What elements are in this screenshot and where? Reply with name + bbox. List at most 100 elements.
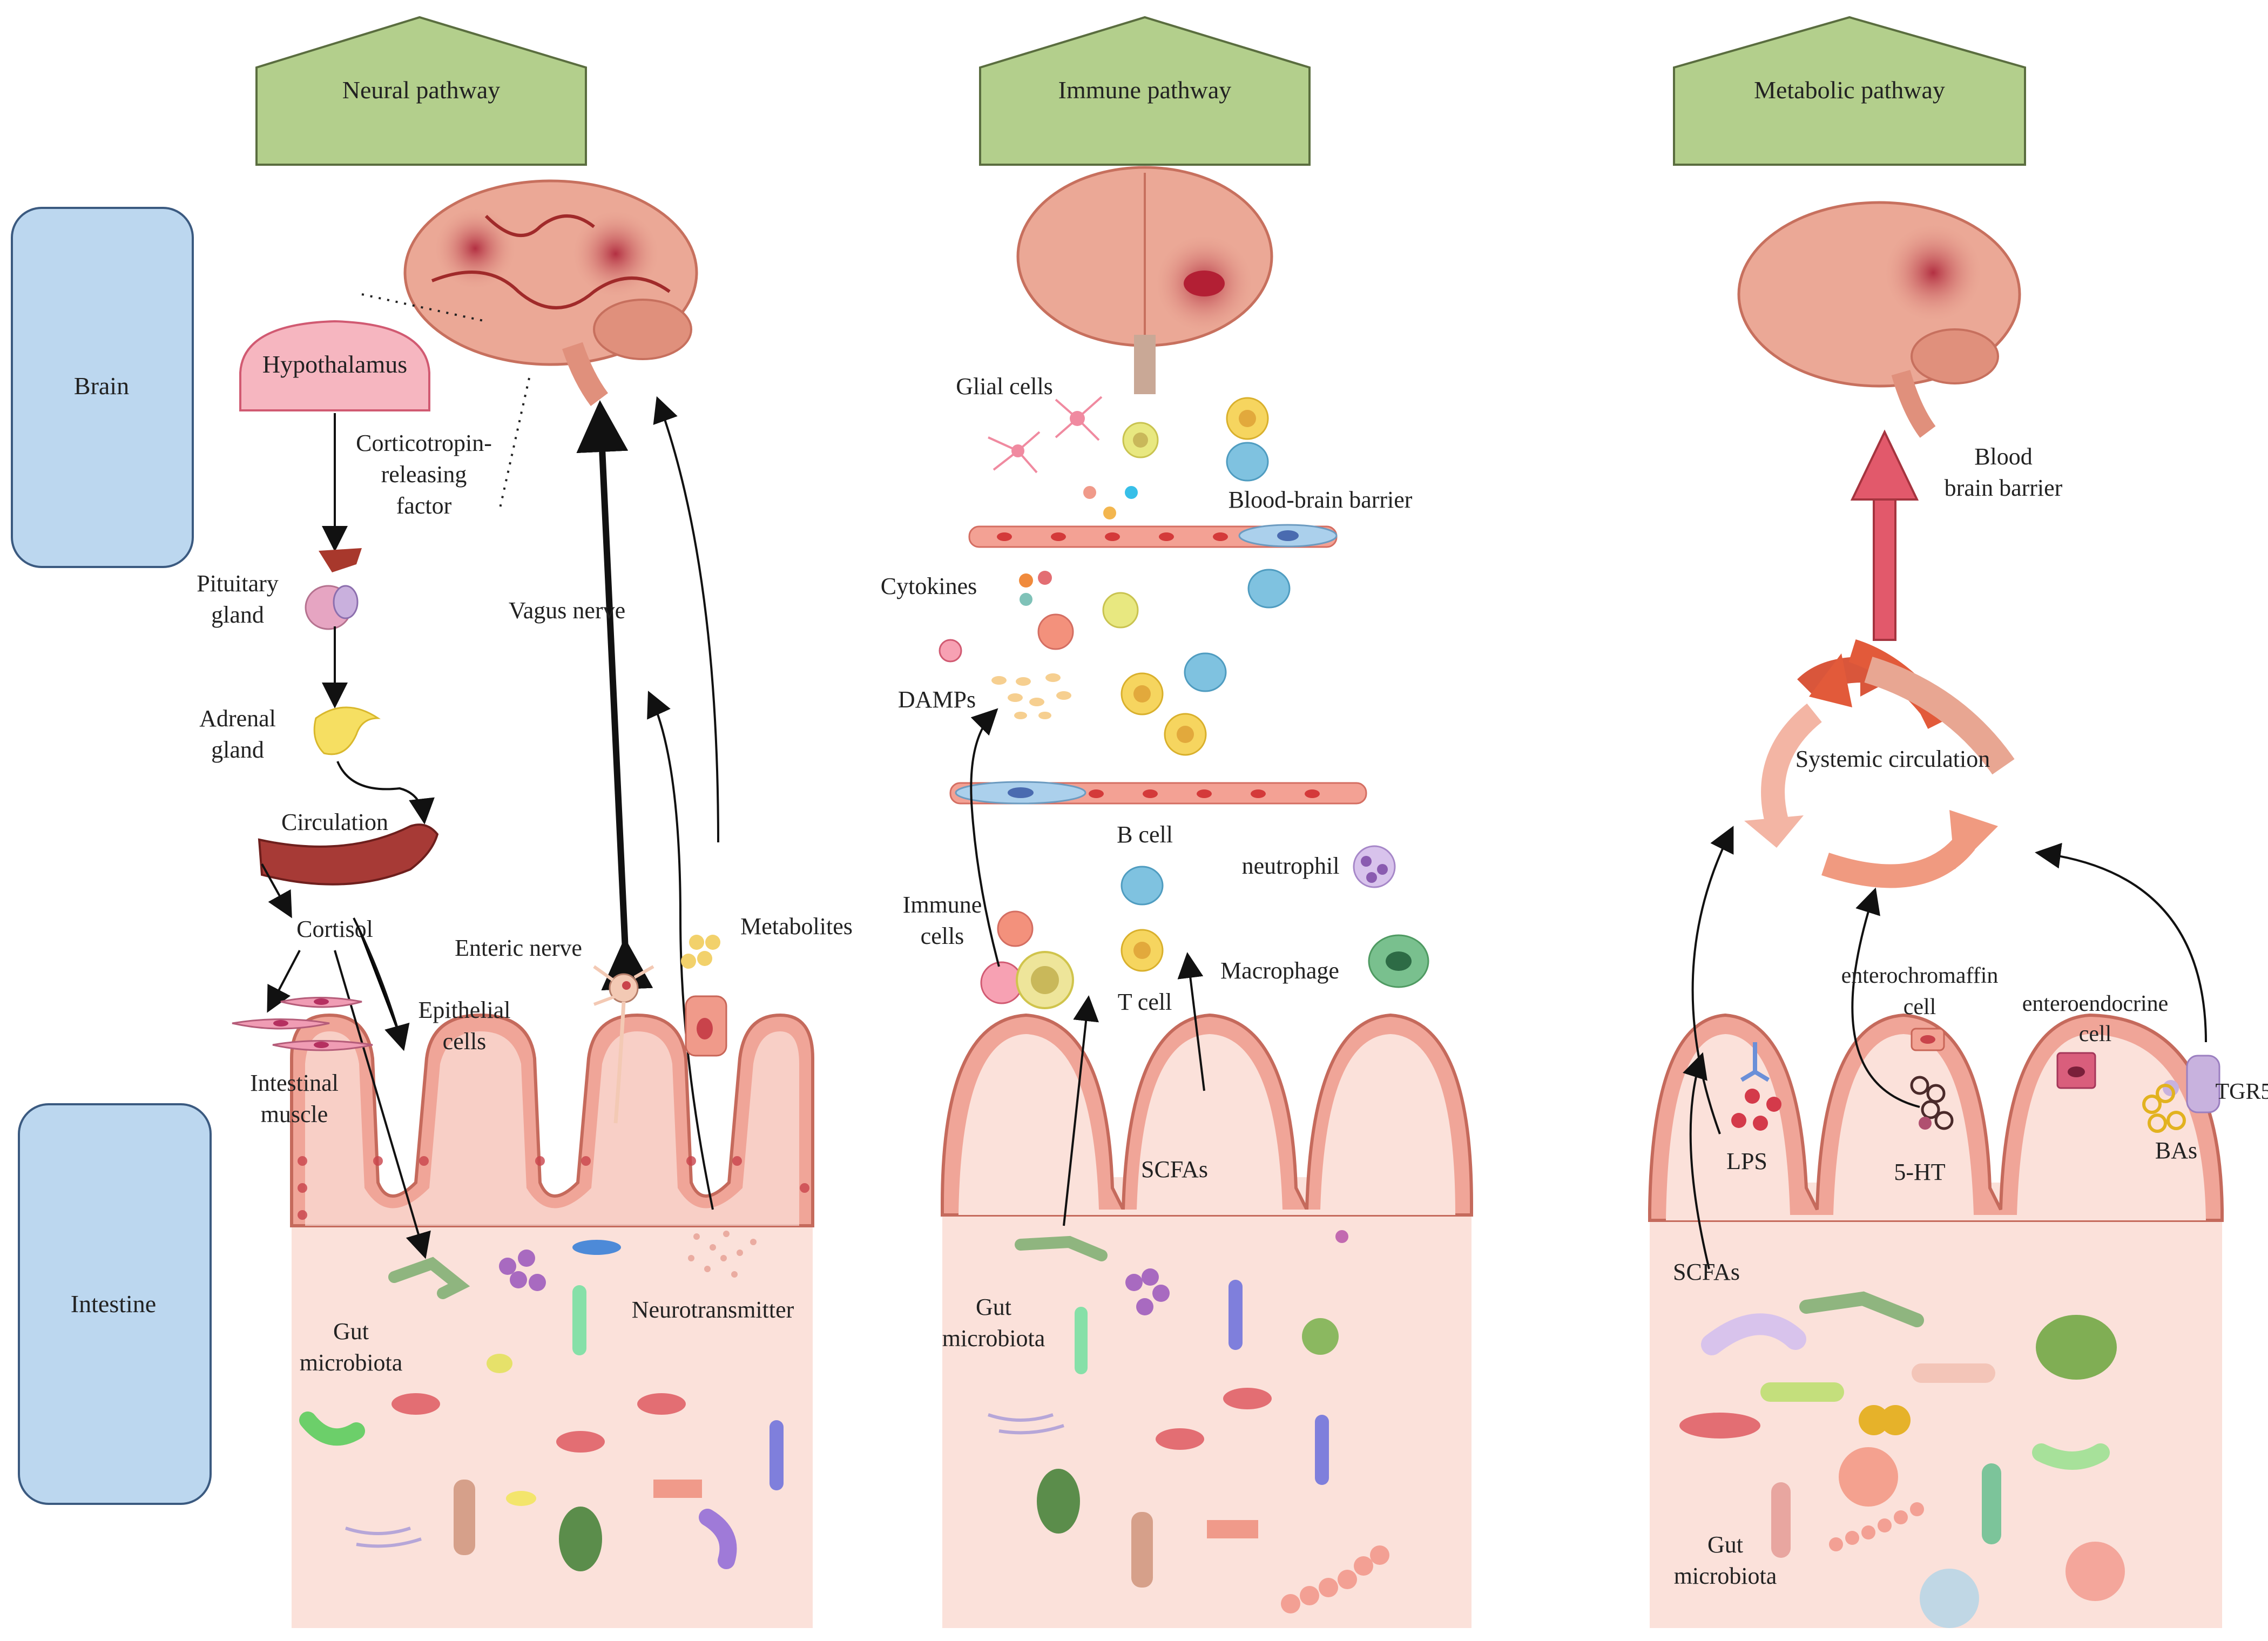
tgr5-label: TGR5 xyxy=(2216,1079,2268,1104)
crf-label-2: releasing xyxy=(381,461,467,488)
neural-pathway-title: Neural pathway xyxy=(342,76,501,104)
adrenal-gland-icon xyxy=(313,706,381,755)
immune-cells-label-1: Immune xyxy=(903,892,982,918)
immune-cells-mid xyxy=(1120,652,1227,756)
immune-cells-lower xyxy=(980,866,1429,1009)
pituitary-gland-icon xyxy=(305,548,362,630)
blood-brain-barrier-band xyxy=(968,524,1338,548)
glial-cells-icon xyxy=(988,396,1103,474)
dotted-line-lower xyxy=(498,377,530,511)
enteroendocrine-label-1: enteroendocrine xyxy=(2022,991,2169,1016)
arrow-circulation-to-cortisol xyxy=(261,863,292,919)
pituitary-label-1: Pituitary xyxy=(197,570,279,597)
crf-label-3: factor xyxy=(396,492,452,519)
intestinal-muscle-icon xyxy=(232,997,373,1051)
arrow-scfas-to-macrophage xyxy=(1177,952,1205,1091)
vagus-nerve-label: Vagus nerve xyxy=(509,597,625,624)
neural-gut-label-1: Gut xyxy=(333,1318,369,1345)
neural-brain xyxy=(403,179,698,406)
metabolic-bbb-label-2: brain barrier xyxy=(1945,475,2063,501)
immune-microbiota-icons xyxy=(988,1230,1389,1613)
adrenal-label-1: Adrenal xyxy=(199,705,276,732)
circulation-label: Circulation xyxy=(281,809,388,835)
neurotransmitter-cloud xyxy=(688,1231,757,1278)
epithelial-cell-dots xyxy=(298,1156,809,1220)
enterochromaffin-cell-icon xyxy=(1910,1028,1954,1130)
hypothalamus-label: Hypothalamus xyxy=(262,350,407,378)
enteric-neuron-icon xyxy=(593,965,654,1124)
metabolic-scfas-label: SCFAs xyxy=(1673,1259,1740,1285)
cytokine-particles xyxy=(939,569,1291,663)
vagus-nerve-arrow xyxy=(576,400,653,991)
metabolites-icon xyxy=(681,935,727,1057)
arrow-adrenal-to-circulation xyxy=(336,761,435,825)
metabolic-gut-label-2: microbiota xyxy=(1674,1563,1777,1589)
immune-scfas-label: SCFAs xyxy=(1141,1156,1208,1183)
metabolites-label: Metabolites xyxy=(740,913,853,940)
5ht-label: 5-HT xyxy=(1894,1159,1945,1185)
enterochromaffin-label-1: enterochromaffin xyxy=(1841,963,1999,988)
arrow-neurotransmitter-up xyxy=(647,691,714,1210)
macrophage-label: Macrophage xyxy=(1220,957,1339,984)
intestinal-muscle-label-1: Intestinal xyxy=(250,1070,339,1096)
enteroendocrine-label-2: cell xyxy=(2079,1022,2112,1046)
arrow-microbiota-to-tcell xyxy=(1063,995,1099,1226)
immune-cells-top xyxy=(1083,397,1269,519)
brain-side-box: Brain xyxy=(11,207,194,568)
intestinal-muscle-label-2: muscle xyxy=(261,1101,328,1127)
bcell-label: B cell xyxy=(1117,821,1173,848)
enteroendocrine-cell-icon xyxy=(2056,1052,2096,1089)
tcell-label: T cell xyxy=(1118,989,1172,1015)
metabolic-brain xyxy=(1737,201,2021,438)
immune-pathway-header: Immune pathway xyxy=(979,16,1311,166)
damps-particles xyxy=(991,673,1071,719)
enterochromaffin-label-2: cell xyxy=(1904,995,1936,1019)
immune-intestine-panel xyxy=(941,1013,1473,1628)
lps-receptor-icon xyxy=(1731,1042,1781,1131)
arrow-cortisol-to-muscle xyxy=(267,950,301,1013)
adrenal-label-2: gland xyxy=(211,737,264,763)
arrow-metabolites-to-brain xyxy=(653,396,719,843)
hypothalamus-shape: Hypothalamus xyxy=(239,320,430,411)
neurotransmitter-label: Neurotransmitter xyxy=(632,1296,794,1323)
immune-cells-label-2: cells xyxy=(921,923,964,949)
arrow-lps-to-circulation xyxy=(1691,826,1734,1134)
cytokines-label: Cytokines xyxy=(881,573,977,599)
neural-microbiota-icons xyxy=(299,1240,784,1571)
blood-vessel-icon xyxy=(258,823,439,886)
intestine-side-box: Intestine xyxy=(18,1103,212,1505)
neutrophil-label: neutrophil xyxy=(1242,853,1340,879)
bas-label: BAs xyxy=(2155,1137,2197,1164)
blood-vessel-band-lower xyxy=(949,781,1367,805)
neutrophil-icon xyxy=(1353,845,1396,888)
immune-gut-label-2: microbiota xyxy=(942,1325,1045,1352)
arrow-5ht-to-circulation xyxy=(1851,887,1920,1108)
systemic-circulation-label: Systemic circulation xyxy=(1796,746,1990,772)
neural-pathway-header: Neural pathway xyxy=(255,16,587,166)
arrow-immune-to-damps xyxy=(970,708,1000,967)
metabolic-microbiota-icons xyxy=(1679,1291,2125,1628)
intestine-label: Intestine xyxy=(71,1290,156,1318)
metabolic-pathway-header: Metabolic pathway xyxy=(1673,16,2026,166)
immune-pathway-title: Immune pathway xyxy=(1058,76,1232,104)
metabolic-pathway-title: Metabolic pathway xyxy=(1754,76,1945,104)
lps-label: LPS xyxy=(1726,1148,1767,1174)
metabolic-gut-label-1: Gut xyxy=(1707,1531,1743,1558)
metabolic-bbb-label-1: Blood xyxy=(1974,443,2033,470)
crf-label-1: Corticotropin- xyxy=(356,430,492,456)
brain-label: Brain xyxy=(74,372,129,400)
immune-gut-label-1: Gut xyxy=(976,1294,1011,1320)
cortisol-label: Cortisol xyxy=(296,916,373,942)
bile-acids-icon xyxy=(2142,1084,2186,1133)
arrow-scfas-up xyxy=(1683,1052,1710,1269)
immune-brain xyxy=(1016,166,1273,394)
glial-cells-label: Glial cells xyxy=(956,373,1053,400)
neural-gut-label-2: microbiota xyxy=(300,1349,403,1376)
systemic-circulation-cycle xyxy=(1744,639,2015,888)
epithelial-label-2: cells xyxy=(443,1028,487,1055)
epithelial-label-1: Epithelial xyxy=(418,997,510,1023)
enteric-nerve-label: Enteric nerve xyxy=(455,935,582,961)
bbb-up-arrow xyxy=(1850,429,1919,641)
bbb-label: Blood-brain barrier xyxy=(1228,487,1413,513)
